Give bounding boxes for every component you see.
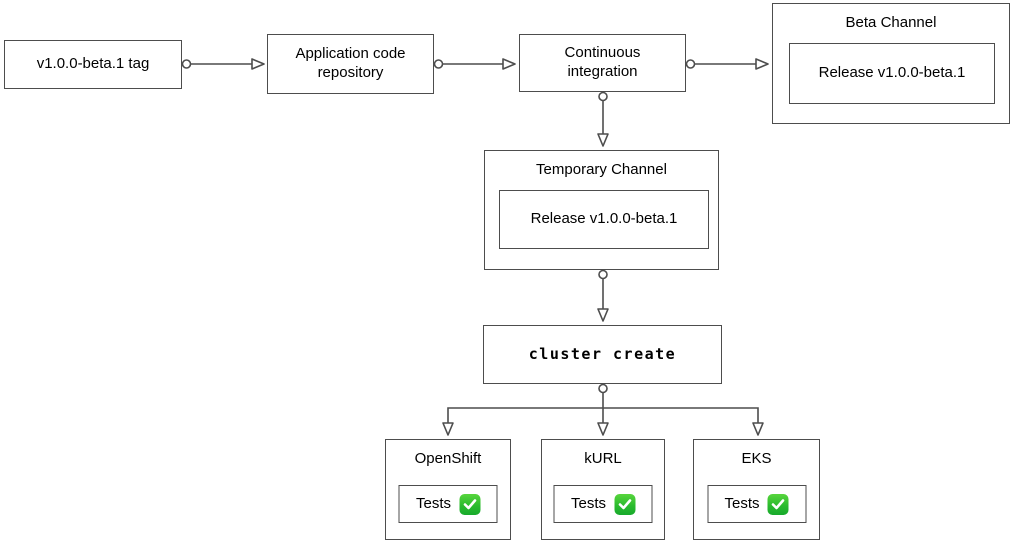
openshift-title: OpenShift bbox=[414, 450, 482, 467]
beta-channel-title: Beta Channel bbox=[845, 14, 937, 31]
tests-label: Tests bbox=[724, 494, 760, 512]
kurl-title: kURL bbox=[584, 450, 622, 467]
edge-temp-to-cluster bbox=[597, 269, 609, 322]
check-icon bbox=[614, 493, 635, 515]
edge-ci-to-beta bbox=[685, 58, 769, 70]
node-eks: EKS Tests bbox=[693, 439, 820, 540]
node-cluster-create: cluster create bbox=[483, 325, 722, 384]
eks-tests-box: Tests bbox=[707, 485, 806, 523]
edge-repo-to-ci bbox=[433, 58, 516, 70]
node-openshift: OpenShift Tests bbox=[385, 439, 511, 540]
node-application-code-repository: Application code repository bbox=[267, 34, 434, 94]
ci-label: Continuous integration bbox=[564, 44, 641, 80]
node-kurl: kURL Tests bbox=[541, 439, 665, 540]
check-icon bbox=[767, 493, 789, 515]
edge-ci-to-temp bbox=[597, 91, 609, 147]
eks-title: EKS bbox=[741, 450, 772, 467]
edge-tag-to-repo bbox=[181, 58, 265, 70]
repository-label: Application code repository bbox=[295, 45, 406, 81]
beta-release-box: Release v1.0.0-beta.1 bbox=[789, 43, 995, 104]
edge-cluster-to-platforms bbox=[442, 383, 764, 436]
node-beta-channel: Beta Channel Release v1.0.0-beta.1 bbox=[772, 3, 1010, 124]
temporary-channel-title: Temporary Channel bbox=[536, 161, 667, 178]
node-temporary-channel: Temporary Channel Release v1.0.0-beta.1 bbox=[484, 150, 719, 270]
version-tag-label: v1.0.0-beta.1 tag bbox=[36, 55, 150, 73]
temporary-release-label: Release v1.0.0-beta.1 bbox=[530, 210, 678, 228]
openshift-tests-box: Tests bbox=[398, 485, 498, 523]
node-continuous-integration: Continuous integration bbox=[519, 34, 686, 92]
node-version-tag: v1.0.0-beta.1 tag bbox=[4, 40, 182, 89]
tests-label: Tests bbox=[415, 494, 451, 512]
tests-label: Tests bbox=[570, 494, 606, 512]
temporary-release-box: Release v1.0.0-beta.1 bbox=[499, 190, 709, 249]
beta-release-label: Release v1.0.0-beta.1 bbox=[818, 64, 966, 82]
cluster-create-label: cluster create bbox=[528, 345, 677, 364]
check-icon bbox=[459, 493, 480, 515]
kurl-tests-box: Tests bbox=[553, 485, 653, 523]
